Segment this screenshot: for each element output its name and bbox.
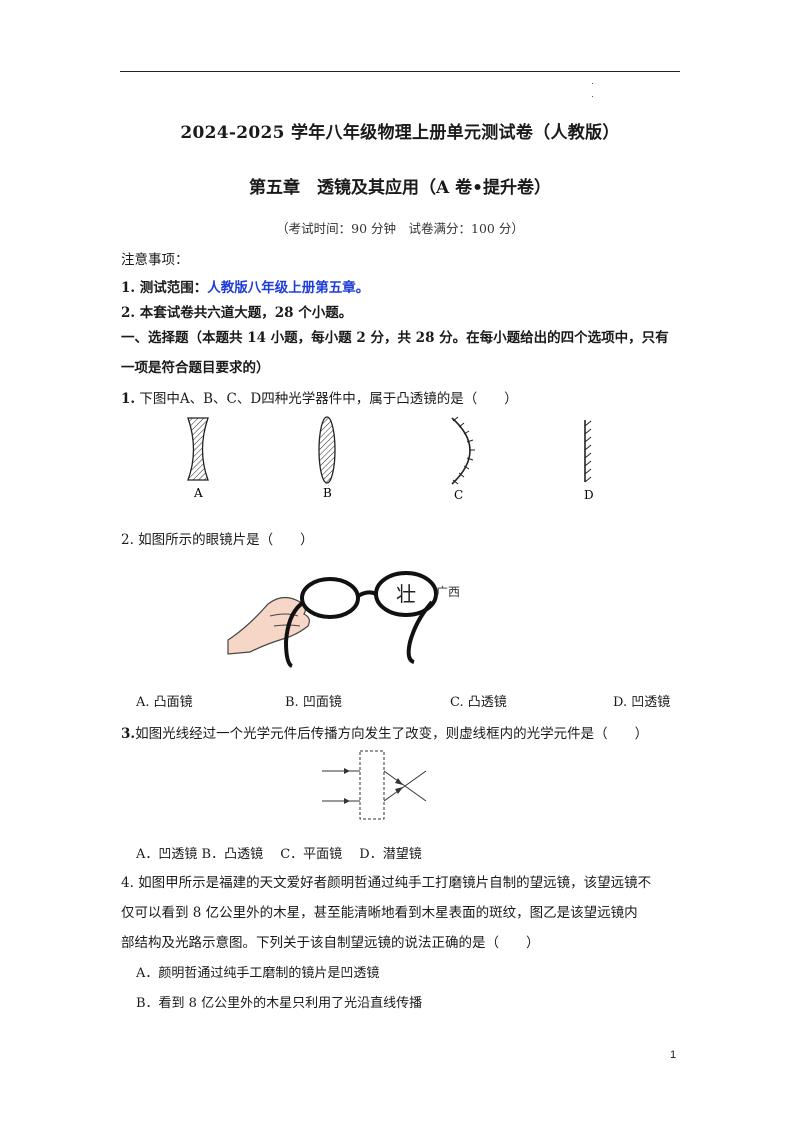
exam-info: （考试时间：90 分钟 试卷满分：100 分）: [276, 221, 524, 236]
q2-option-a: A. 凸面镜: [136, 695, 193, 710]
q3-options: A．凹透镜 B．凸透镜 C．平面镜 D．潜望镜: [136, 847, 422, 862]
q3-figure-icon: [322, 750, 427, 820]
q1-figure-icon: A B C D: [187, 416, 594, 502]
q1-stem: 下图中A、B、C、D四种光学器件中，属于凸透镜的是（ ）: [139, 391, 518, 407]
q4-line2: 仅可以看到 8 亿公里外的木星，甚至能清晰地看到木星表面的斑纹，图乙是该望远镜内: [121, 905, 638, 921]
notes-item-1: 1. 测试范围：人教版八年级上册第五章。: [121, 276, 369, 296]
q4-line1: 4. 如图甲所示是福建的天文爱好者颜明哲通过纯手工打磨镜片自制的望远镜，该望远镜…: [121, 875, 652, 891]
page-title: 2024-2025 学年八年级物理上册单元测试卷（人教版）: [180, 123, 620, 143]
corner-marks: [591, 83, 595, 103]
q2-figure-text: 广西: [436, 585, 460, 599]
q1-label-c: C: [454, 488, 463, 502]
q2-option-c: C. 凸透镜: [450, 695, 507, 710]
q2-option-b: B. 凹面镜: [285, 695, 342, 710]
page-number: 1: [670, 1049, 677, 1061]
q4-option-b: B．看到 8 亿公里外的木星只利用了光沿直线传播: [136, 996, 423, 1011]
q4-line3: 部结构及光路示意图。下列关于该自制望远镜的说法正确的是（ ）: [121, 935, 540, 951]
header-rule: [120, 71, 680, 72]
q4-option-a: A．颜明哲通过纯手工磨制的镜片是凹透镜: [136, 966, 380, 981]
q2-text: 2. 如图所示的眼镜片是（ ）: [121, 532, 314, 548]
q1-text: 1. 下图中A、B、C、D四种光学器件中，属于凸透镜的是（ ）: [121, 387, 518, 407]
q2-figure-icon: 壮 广西: [227, 571, 460, 668]
section1-line2: 一项是符合题目要求的）: [121, 360, 270, 376]
q1-label-a: A: [193, 486, 203, 500]
notes-item-1-scope: 人教版八年级上册第五章。: [207, 280, 370, 296]
notes-item-2: 2. 本套试卷共六道大题，28 个小题。: [121, 305, 353, 321]
q2-option-d: D. 凹透镜: [613, 695, 671, 710]
q3-text: 3.如图光线经过一个光学元件后传播方向发生了改变，则虚线框内的光学元件是（ ）: [121, 722, 648, 742]
q1-label-b: B: [323, 486, 332, 500]
notes-heading: 注意事项：: [121, 252, 189, 268]
q1-number: 1.: [121, 391, 136, 407]
page-subtitle: 第五章 透镜及其应用（A 卷•提升卷）: [249, 178, 551, 198]
q3-number: 3.: [121, 726, 136, 742]
section1-line1: 一、选择题（本题共 14 小题，每小题 2 分，共 28 分。在每小题给出的四个…: [121, 330, 669, 346]
q2-figure-char: 壮: [396, 582, 416, 606]
notes-item-1-prefix: 1. 测试范围：: [121, 280, 208, 296]
q1-label-d: D: [584, 488, 594, 502]
q3-stem: 如图光线经过一个光学元件后传播方向发生了改变，则虚线框内的光学元件是（ ）: [135, 726, 649, 742]
